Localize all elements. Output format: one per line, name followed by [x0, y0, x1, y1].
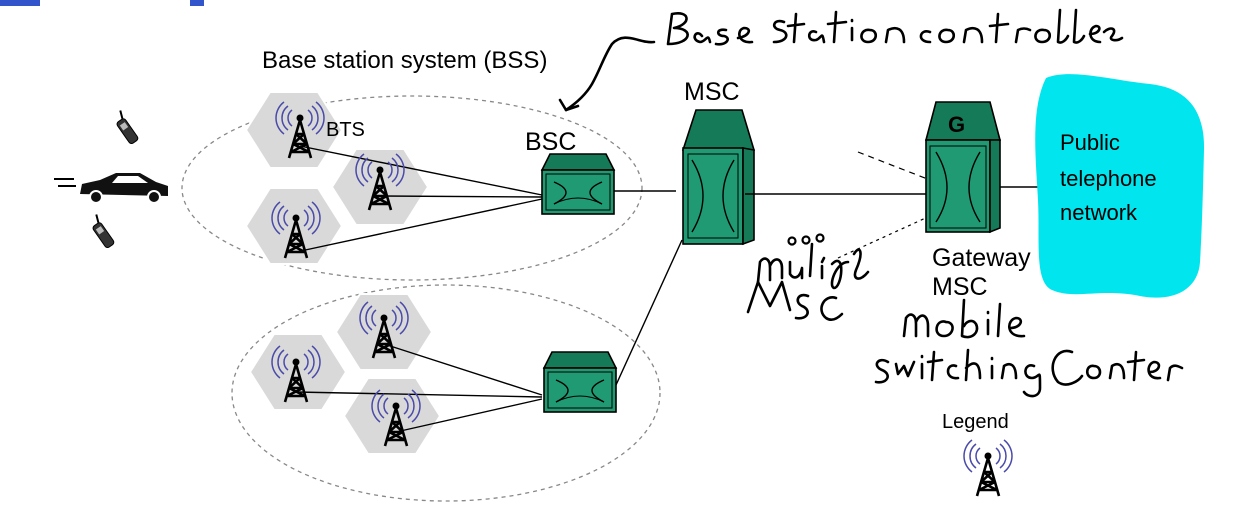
- bsc-label: BSC: [525, 128, 576, 156]
- public-network-cloud: [1035, 74, 1205, 298]
- bsc-switch-lower: [543, 351, 617, 413]
- gateway-label-line2: MSC: [932, 273, 988, 301]
- bss-label: Base station system (BSS): [262, 47, 547, 74]
- public-network-line1: Public: [1060, 130, 1120, 155]
- msc-label: MSC: [684, 78, 740, 106]
- public-network-line2: telephone: [1060, 166, 1157, 191]
- bts-bsc-links-lower: [295, 343, 543, 433]
- car-icon: [54, 173, 168, 204]
- public-network-line3: network: [1060, 200, 1138, 225]
- legend-label: Legend: [942, 411, 1009, 433]
- bts-bsc-links-upper: [295, 145, 543, 253]
- bsc-switch-upper: [541, 153, 615, 215]
- cell-phone-icon: [116, 110, 139, 145]
- cell-hex-group-lower: [248, 293, 442, 455]
- msc-switch-icon: [681, 109, 756, 246]
- cell-hex-group-upper: [244, 91, 430, 265]
- gateway-letter: G: [948, 112, 965, 137]
- cell-phone-icon: [92, 214, 115, 249]
- dashed-link-other-msc: [857, 151, 931, 181]
- bss-ellipse-upper: [181, 95, 643, 281]
- legend-bts-tower-icon: [962, 438, 1014, 498]
- gateway-msc-switch-icon: [924, 101, 1002, 234]
- bts-label: BTS: [326, 119, 365, 141]
- cropped-title-fragment: [190, 0, 204, 6]
- cropped-title-fragment: [0, 0, 40, 6]
- bss-ellipse-lower: [231, 284, 661, 502]
- handwritten-multiple-msc: [746, 233, 870, 321]
- gateway-label-line1: Gateway: [932, 244, 1031, 272]
- bsc-msc-link-lower: [615, 239, 683, 386]
- handwritten-mobile-switching-center: [874, 298, 1184, 398]
- handwritten-bsc-note: [558, 8, 1124, 112]
- dashed-link-other-msc: [837, 215, 931, 259]
